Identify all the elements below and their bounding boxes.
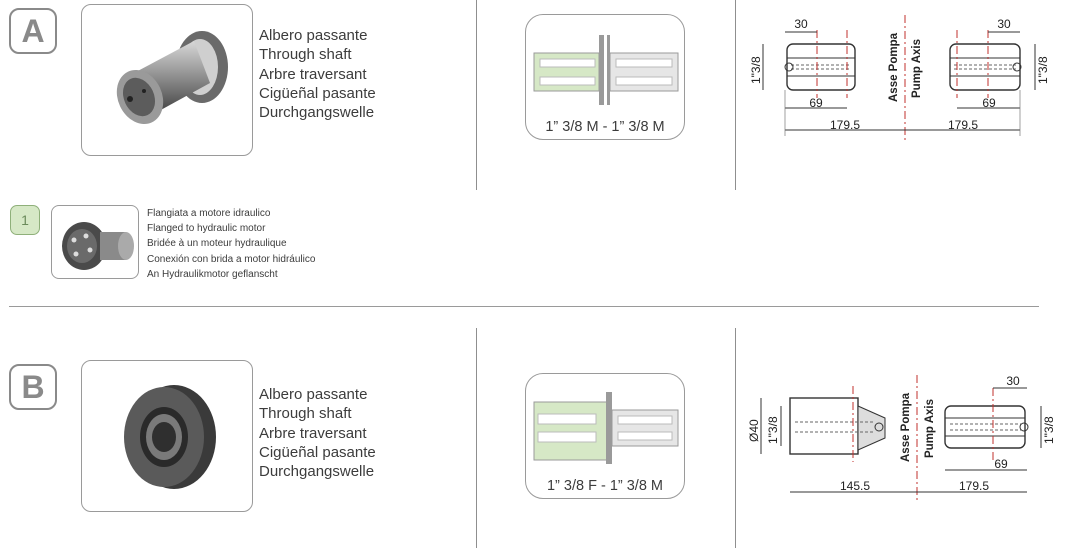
desc-en: Through shaft — [259, 46, 352, 64]
section-a-technical-drawing: 30 30 69 69 179.5 179.5 1"3/8 1"3/8 Asse… — [749, 15, 1050, 140]
desc-de: Durchgangswelle — [259, 104, 375, 122]
shaft-mm-icon — [533, 35, 679, 105]
desc-it: Albero passante — [259, 27, 368, 44]
dim-b-left-total: 145.5 — [840, 479, 870, 493]
shaft-fm-icon — [533, 392, 679, 464]
dim-a-right-inner: 69 — [982, 96, 996, 110]
dim-a-right-top: 30 — [997, 17, 1011, 31]
axis-b-label-1: Asse Pompa — [900, 392, 912, 462]
section-b-shaft-label: 1” 3/8 F - 1” 3/8 M — [546, 478, 664, 494]
dim-b-right-side: 1"3/8 — [1042, 416, 1056, 444]
hydraulic-motor-image — [62, 222, 134, 270]
section-a-shaft-label: 1” 3/8 M - 1” 3/8 M — [545, 119, 665, 135]
b-desc-it: Albero passante — [259, 386, 368, 403]
dim-a-right-total: 179.5 — [948, 118, 978, 132]
opt1-desc-it: Flangiata a motore idraulico — [147, 208, 271, 219]
section-separator — [9, 306, 1039, 307]
dim-a-left-side: 1"3/8 — [749, 56, 763, 84]
divider-b-1 — [476, 328, 477, 548]
opt1-desc-de: An Hydraulikmotor geflanscht — [147, 268, 278, 280]
b-desc-fr: Arbre traversant — [259, 424, 367, 442]
section-a-letter: A — [9, 8, 57, 54]
b-desc-de: Durchgangswelle — [259, 463, 375, 481]
section-a-photo — [81, 4, 253, 156]
section-b-descriptions: Albero passante Through shaft Arbre trav… — [259, 385, 376, 481]
opt1-desc-es: Conexión con brida a motor hidráulico — [147, 253, 316, 265]
option-1-number: 1 — [10, 205, 40, 235]
dim-b-left-side: 1"3/8 — [766, 416, 780, 444]
dim-a-left-top: 30 — [794, 17, 808, 31]
divider-b-2 — [735, 328, 736, 548]
dim-b-left-diam: Ø40 — [747, 419, 761, 442]
section-a-shaft-diagram: 1” 3/8 M - 1” 3/8 M — [525, 14, 685, 140]
section-b-shaft-diagram: 1” 3/8 F - 1” 3/8 M — [525, 373, 685, 499]
section-b-letter: B — [9, 364, 57, 410]
divider-a-1 — [476, 0, 477, 190]
desc-fr: Arbre traversant — [259, 65, 367, 83]
dim-b-right-inner: 69 — [994, 457, 1008, 471]
dim-b-right-total: 179.5 — [959, 479, 989, 493]
axis-a-label-2: Pump Axis — [911, 39, 923, 98]
opt1-desc-fr: Bridée à un moteur hydraulique — [147, 238, 287, 250]
divider-a-2 — [735, 0, 736, 190]
female-coupling-image — [124, 385, 216, 489]
section-a-descriptions: Albero passante Through shaft Arbre trav… — [259, 26, 376, 122]
dim-a-left-total: 179.5 — [830, 118, 860, 132]
option-1-descriptions: Flangiata a motore idraulico Flanged to … — [147, 206, 315, 282]
dim-a-left-inner: 69 — [809, 96, 823, 110]
axis-a-label-1: Asse Pompa — [888, 32, 900, 102]
b-desc-en: Through shaft — [259, 405, 352, 423]
axis-b-label-2: Pump Axis — [924, 399, 936, 458]
option-1-photo — [51, 205, 139, 279]
section-b-technical-drawing: 30 69 145.5 179.5 Ø40 1"3/8 1"3/8 Asse P… — [747, 374, 1056, 500]
dim-b-right-top: 30 — [1006, 374, 1020, 388]
desc-es: Cigüeñal pasante — [259, 84, 376, 102]
dim-a-right-side: 1"3/8 — [1036, 56, 1050, 84]
opt1-desc-en: Flanged to hydraulic motor — [147, 223, 266, 235]
through-shaft-image — [116, 31, 228, 125]
b-desc-es: Cigüeñal pasante — [259, 443, 376, 461]
section-b-photo — [81, 360, 253, 512]
